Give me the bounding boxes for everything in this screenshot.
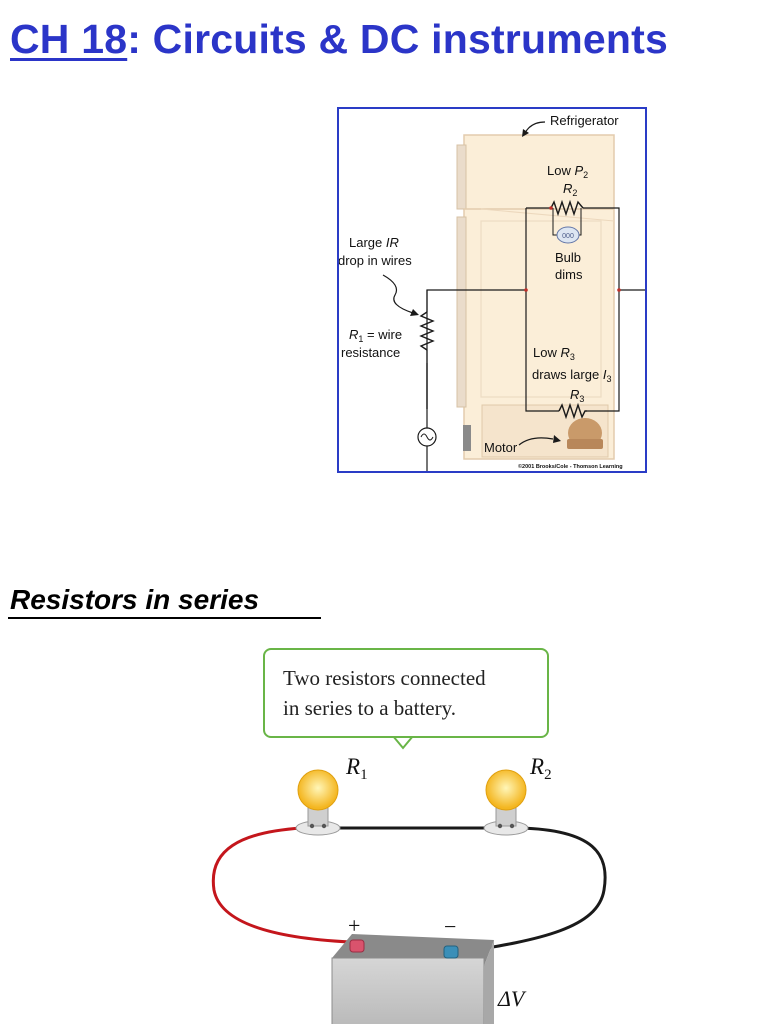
ir-drop-pointer-arrowhead: [410, 309, 419, 316]
ir-drop-pointer: [382, 274, 414, 314]
delta-v-label: ΔV: [497, 986, 527, 1011]
r1-label: R1: [345, 754, 368, 783]
drop-in-wires-label: drop in wires: [339, 253, 412, 268]
page-title: CH 18: Circuits & DC instruments: [10, 16, 668, 63]
chapter-number: CH 18: [10, 16, 128, 62]
draws-large-i3-label: draws large I3: [532, 367, 611, 384]
low-r3-label: Low R3: [533, 345, 575, 362]
junction-dot-right: [617, 288, 621, 292]
bulb-r2-terminal-2: [509, 823, 515, 829]
copyright-label: ©2001 Brooks/Cole - Thomson Learning: [518, 463, 623, 470]
bulb-r1-base: [307, 807, 329, 827]
chapter-title: : Circuits & DC instruments: [127, 16, 668, 62]
refrigerator-foot: [463, 425, 471, 451]
bulb-icon: [556, 226, 580, 244]
r3-resistor: [558, 402, 587, 420]
dims-label: dims: [555, 267, 583, 282]
junction-dot-left: [524, 288, 528, 292]
red-wire: [211, 826, 351, 944]
bulb-r2-base: [495, 807, 517, 827]
callout-line-1: Two resistors connected: [283, 666, 486, 690]
bulb-r1-terminal-2: [321, 823, 327, 829]
refrigerator-handle-top: [456, 144, 467, 210]
bulb-filament-label: 000: [562, 233, 574, 240]
bulb-label: Bulb: [555, 250, 581, 265]
section-underline: [8, 617, 321, 619]
motor-label: Motor: [484, 440, 518, 455]
inner-right-wire: [583, 207, 620, 412]
motor-pointer: [518, 437, 554, 446]
junction-dot-r2: [549, 206, 553, 210]
battery-body: [331, 957, 485, 1024]
r1-resistor: [419, 311, 435, 351]
bulb-r1-icon: [297, 769, 339, 811]
bulb-r1-terminal: [309, 823, 315, 829]
refrigerator-pointer-arrowhead: [522, 129, 529, 137]
refrigerator-label: Refrigerator: [550, 113, 619, 128]
positive-sign: +: [348, 913, 360, 938]
positive-terminal-icon: [349, 939, 365, 953]
bulb-r2-icon: [485, 769, 527, 811]
motor-base: [567, 439, 603, 449]
r1-wire-label: R1 = wire: [349, 327, 402, 344]
ac-wave-icon: [420, 433, 434, 441]
resistance-label: resistance: [341, 345, 400, 360]
section-heading: Resistors in series: [10, 584, 260, 615]
negative-sign: −: [444, 914, 456, 939]
negative-terminal-icon: [443, 945, 459, 959]
bulb-r2-terminal: [497, 823, 503, 829]
battery-side: [484, 940, 494, 1024]
low-p2-label: Low P2: [547, 163, 588, 180]
refrigerator-pointer: [524, 121, 546, 134]
refrigerator-handle-bottom: [456, 216, 467, 408]
refrigerator-circuit-svg: 000 Refrigerator Low P2 R2 Bulb dims Lar…: [339, 113, 645, 471]
r2-label: R2: [563, 181, 577, 198]
refrigerator-circuit-figure: 000 Refrigerator Low P2 R2 Bulb dims Lar…: [337, 107, 647, 473]
callout-line-2: in series to a battery.: [283, 696, 456, 720]
r3-label: R3: [570, 387, 584, 404]
inner-left-wire: [525, 208, 559, 412]
large-ir-label: Large IR: [349, 235, 399, 250]
black-wire: [461, 826, 607, 954]
r2-label: R2: [529, 754, 552, 783]
refrigerator-inner-panel: [480, 220, 602, 398]
r2-resistor: [550, 199, 584, 217]
callout-box: Two resistors connected in series to a b…: [263, 648, 549, 738]
series-circuit-figure: R1 R2 + − ΔV Two resistors connected in …: [200, 640, 620, 1024]
freezer-shelf: [480, 208, 615, 222]
motor-pointer-arrowhead: [553, 435, 561, 443]
series-circuit-svg: R1 R2 + − ΔV: [211, 732, 607, 1024]
